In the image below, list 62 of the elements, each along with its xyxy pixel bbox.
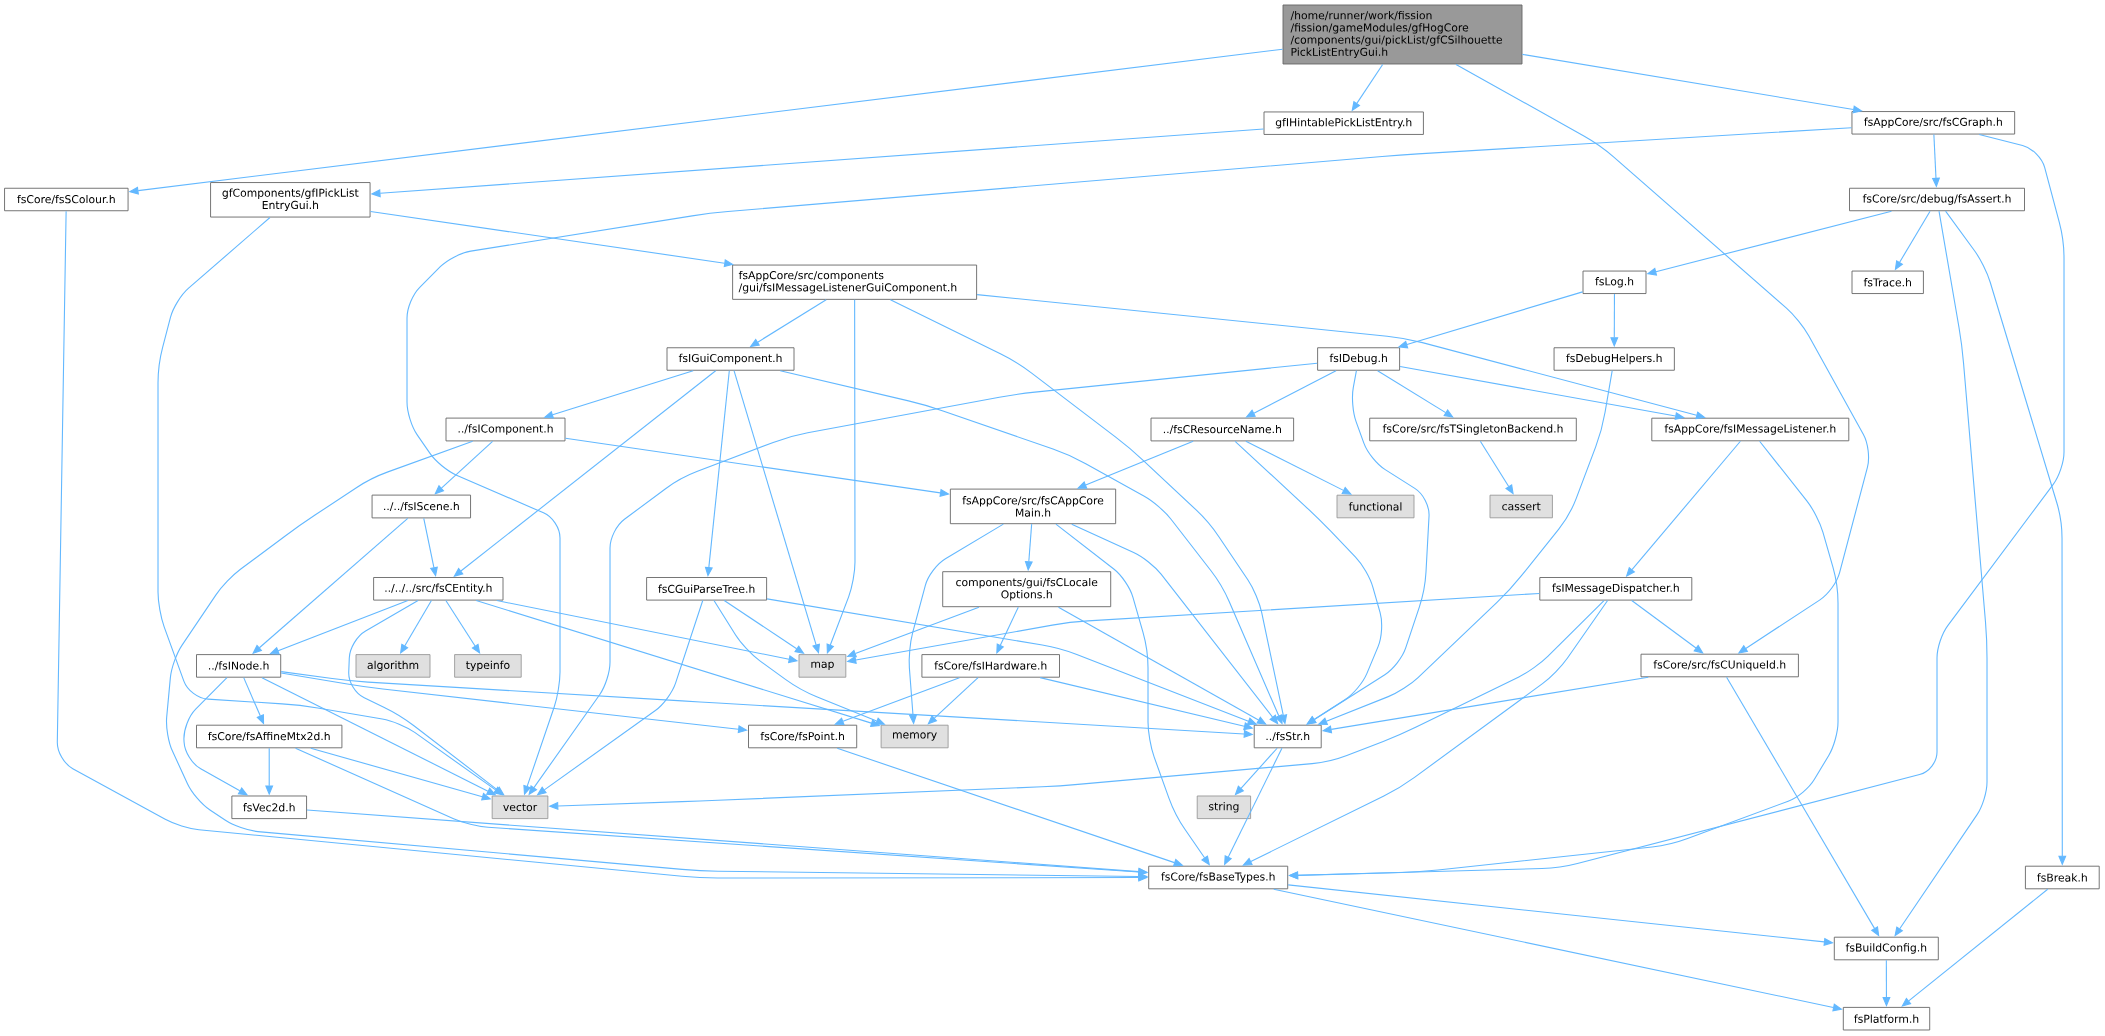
arrow <box>348 600 505 796</box>
system-header-box: vector <box>491 795 549 820</box>
arrow <box>453 370 717 577</box>
header-file-box: fsCore/src/fsTSingletonBackend.h <box>1369 417 1577 442</box>
header-file-box: fsAppCore/src/components /gui/fsIMessageListenerGuiComponent.h <box>732 264 978 300</box>
system-header-box: algorithm <box>355 654 431 678</box>
header-file-box: fsCGuiParseTree.h <box>646 577 768 601</box>
arrow <box>1521 53 1863 114</box>
header-file-box: gfIHintablePickListEntry.h <box>1263 111 1424 135</box>
header-file-box: fsIMessageDispatcher.h <box>1539 577 1693 601</box>
arrow <box>1455 63 1870 654</box>
header-file-box: fsBreak.h <box>2024 865 2100 890</box>
arrow <box>1901 888 2049 1007</box>
arrow <box>1234 440 1383 725</box>
header-file-box: fsLog.h <box>1582 270 1647 294</box>
header-file-box: fsVec2d.h <box>231 795 307 820</box>
system-header-box: memory <box>880 724 949 749</box>
header-file-box: components/gui/fsCLocale Options.h <box>942 571 1112 608</box>
system-header-box: functional <box>1336 494 1415 519</box>
system-header-box: map <box>798 654 847 678</box>
arrow <box>1479 440 1514 495</box>
header-file-box: ../fsCResourceName.h <box>1150 417 1295 442</box>
header-file-box: fsAppCore/src/fsCGraph.h <box>1851 111 2016 135</box>
arrow <box>280 672 748 734</box>
header-file-box: ../../fsIScene.h <box>371 494 471 519</box>
arrow <box>269 600 409 655</box>
header-file-box: fsIGuiComponent.h <box>666 347 795 371</box>
header-file-box: fsTrace.h <box>1851 270 1924 294</box>
header-file-box: fsPlatform.h <box>1842 1006 1931 1031</box>
header-file-box: fsAppCore/fsIMessageListener.h <box>1651 417 1850 442</box>
system-header-box: string <box>1196 795 1252 820</box>
arrow <box>704 370 730 577</box>
header-file-box: fsCore/fsIHardware.h <box>921 654 1060 678</box>
header-file-box: ../fsINode.h <box>196 654 282 678</box>
arrow <box>1242 600 1609 866</box>
arrow <box>434 440 494 495</box>
current-file-box: /home/runner/work/fission /fission/gameModules/gfHogCore /components/gui/pickList/gfCSilhouette PickListEntryGui.h <box>1282 4 1523 65</box>
arrow <box>927 677 979 725</box>
header-file-box: fsCore/fsPoint.h <box>748 724 858 749</box>
arrow <box>423 517 438 577</box>
arrow <box>976 294 1706 420</box>
header-file-box: fsBuildConfig.h <box>1833 936 1939 961</box>
header-file-box: fsAppCore/src/fsCAppCore Main.h <box>949 488 1117 525</box>
header-file-box: fsCore/fsBaseTypes.h <box>1148 865 1289 890</box>
header-file-box: ../fsIComponent.h <box>445 417 566 442</box>
header-file-box: fsCore/src/fsCUniqueId.h <box>1640 653 1799 678</box>
system-header-box: cassert <box>1489 494 1553 519</box>
header-file-box: fsCore/fsAffineMtx2d.h <box>196 724 343 749</box>
arrow <box>1377 370 1454 418</box>
header-file-box: fsDebugHelpers.h <box>1553 347 1675 371</box>
header-file-box: fsIDebug.h <box>1317 347 1401 371</box>
arrow <box>1631 600 1704 654</box>
arrow <box>1894 210 1988 937</box>
system-header-box: typeinfo <box>454 654 522 678</box>
arrow <box>1071 523 1279 725</box>
arrow <box>1057 606 1267 725</box>
arrow <box>1245 370 1337 418</box>
header-file-box: gfComponents/gfIPickList EntryGui.h <box>210 182 371 218</box>
header-file-box: ../../../src/fsCEntity.h <box>373 577 504 601</box>
header-file-box: fsCore/src/debug/fsAssert.h <box>1849 187 2025 212</box>
header-file-box: fsCore/fsSColour.h <box>4 187 129 212</box>
header-file-box: ../fsStr.h <box>1253 724 1322 749</box>
